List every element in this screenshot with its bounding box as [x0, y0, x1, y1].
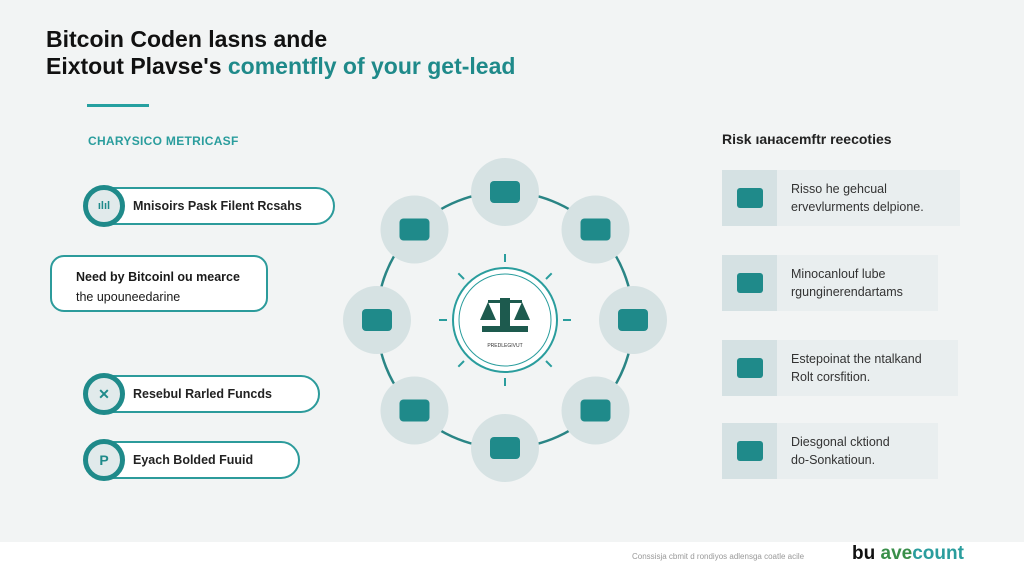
- hub-label: PREDLEGIVUT: [487, 343, 522, 349]
- hand-tool-icon: [399, 218, 430, 241]
- pill-label: Eyach Bolded Fuuid: [133, 453, 254, 467]
- risk-line-2: Rolt corsfition.: [791, 370, 871, 384]
- risk-card: Diesgonal cktiond do-Sonkatioun.: [722, 423, 938, 479]
- risk-line-2: rgunginerendartams: [791, 285, 903, 299]
- machine-icon: [722, 170, 777, 226]
- hub-tick: [545, 360, 553, 368]
- accent-rule: [87, 104, 149, 107]
- risk-line-2: do-Sonkatioun.: [791, 453, 876, 467]
- document-icon: [722, 423, 777, 479]
- risk-text: Risso he gehcual ervevlurments delpione.: [777, 180, 924, 216]
- hand-icon: [490, 437, 520, 459]
- p-icon: P: [83, 439, 125, 481]
- callout-line-2: the upouneedarine: [76, 290, 181, 304]
- risk-card: Minocanlouf lube rgunginerendartams: [722, 255, 938, 311]
- arm-icon: [580, 218, 611, 241]
- footer-text: Conssisja cbmit d rondiyos adlensga coat…: [632, 552, 805, 561]
- x-icon: ✕: [83, 373, 125, 415]
- handshake-icon: [362, 309, 392, 331]
- calendar-icon: [580, 399, 611, 422]
- brand-logo: bu avecount: [852, 543, 964, 565]
- risk-card: Risso he gehcual ervevlurments delpione.: [722, 170, 960, 226]
- section-subtitle: CHARYSICO METRICASF: [88, 134, 239, 148]
- logo-part: ave: [880, 543, 913, 564]
- scales-icon: [480, 298, 530, 332]
- pill-label: Resebul Rarled Funcds: [133, 387, 272, 401]
- logo-part: count: [912, 543, 964, 564]
- risk-heading: Risk ıaнacemftr reecoties: [722, 131, 892, 147]
- bars-icon: [722, 340, 777, 396]
- title-line-1: Bitcoin Coden lasns ande: [46, 26, 328, 52]
- chart-icon: ılıl: [83, 185, 125, 227]
- hub-diagram: PREDLEGIVUT: [343, 158, 667, 482]
- hub-tick: [457, 272, 465, 280]
- risk-line-1: Diesgonal cktiond: [791, 435, 890, 449]
- risk-text: Minocanlouf lube rgunginerendartams: [777, 265, 903, 301]
- title-dark: Eixtout Plavse's: [46, 53, 228, 79]
- callout-box: Need by Bitcoinl ou mearce the upouneeda…: [50, 255, 268, 312]
- page-title: Bitcoin Coden lasns ande Eixtout Plavse'…: [46, 26, 515, 80]
- risk-line-2: ervevlurments delpione.: [791, 200, 924, 214]
- metric-pill-4: P Eyach Bolded Fuuid: [83, 439, 300, 481]
- risk-line-1: Minocanlouf lube: [791, 267, 886, 281]
- hammer-icon: [722, 255, 777, 311]
- risk-line-1: Risso he gehcual: [791, 182, 887, 196]
- risk-text: Diesgonal cktiond do-Sonkatioun.: [777, 433, 890, 469]
- footer: [0, 542, 1024, 576]
- people-icon: [490, 181, 520, 203]
- grid-icon: [399, 399, 430, 422]
- hub-tick: [545, 272, 553, 280]
- logo-part: bu: [852, 543, 881, 564]
- pill-label: Mnisoirs Pask Filent Rcsahs: [133, 199, 302, 213]
- risk-line-1: Estepoinat the ntalkand: [791, 352, 922, 366]
- callout-line-1: Need by Bitcoinl ou mearce: [76, 270, 240, 284]
- title-line-2: Eixtout Plavse's comentfly of your get-l…: [46, 53, 515, 80]
- title-teal: comentfly of your get-lead: [227, 53, 516, 79]
- metric-pill-3: ✕ Resebul Rarled Funcds: [83, 373, 320, 415]
- metric-pill-1: ılıl Mnisoirs Pask Filent Rcsahs: [83, 185, 335, 227]
- hub-inner-ring: [458, 273, 552, 367]
- trend-chart-icon: [618, 309, 648, 331]
- hub-tick: [457, 360, 465, 368]
